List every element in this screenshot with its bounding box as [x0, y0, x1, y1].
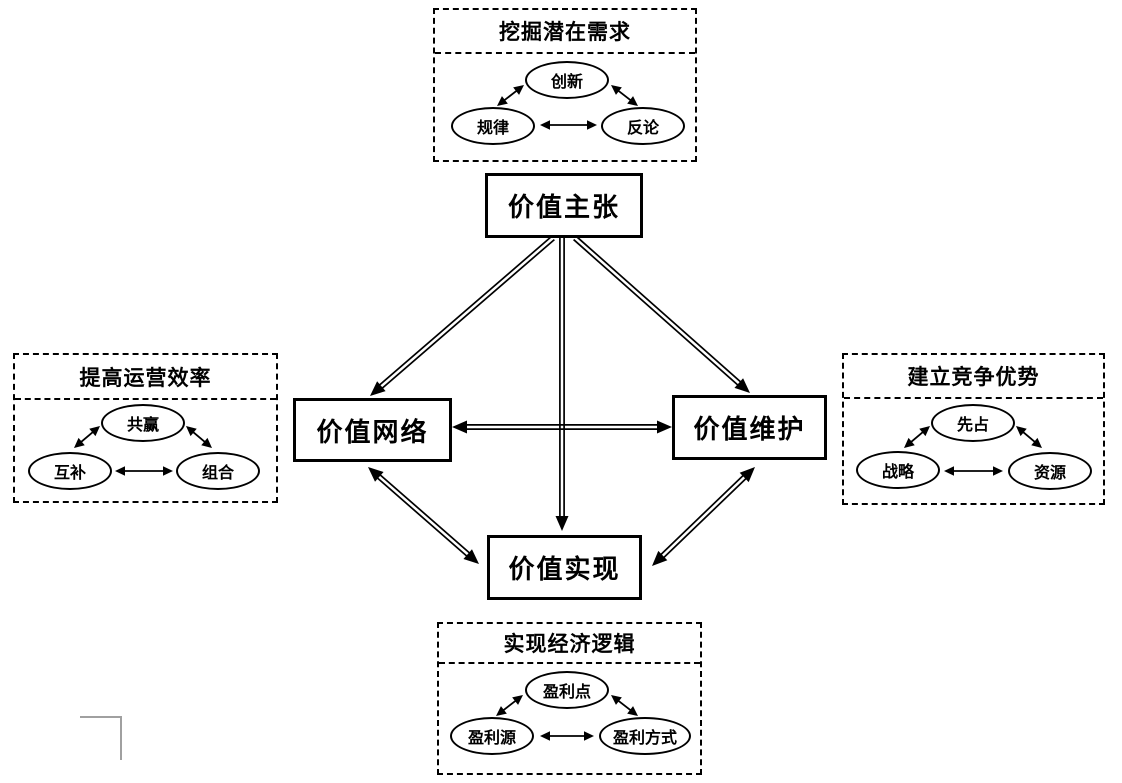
node-ellipse-xianzhan: 先占	[931, 404, 1015, 442]
node-ellipse-fanlun: 反论	[601, 107, 685, 145]
value-maintenance-box: 价值维护	[672, 395, 827, 460]
cluster-bottom: 实现经济逻辑	[437, 622, 702, 775]
value-proposition-box: 价值主张	[485, 173, 643, 238]
node-ellipse-chuangxin: 创新	[525, 61, 609, 99]
node-ellipse-gongying: 共赢	[101, 404, 185, 442]
node-ellipse-guilv: 规律	[451, 107, 535, 145]
node-ellipse-yingliyuan: 盈利源	[450, 717, 534, 755]
node-ellipse-yinglifangshi: 盈利方式	[599, 717, 691, 755]
cluster-right-title: 建立竞争优势	[844, 355, 1103, 399]
cluster-top-title: 挖掘潜在需求	[435, 10, 695, 54]
cluster-left-title: 提高运营效率	[15, 355, 276, 400]
node-ellipse-zhanlve: 战略	[856, 451, 940, 489]
node-ellipse-yinglidian: 盈利点	[525, 671, 609, 709]
cluster-bottom-title: 实现经济逻辑	[439, 624, 700, 664]
node-ellipse-ziyuan: 资源	[1008, 452, 1092, 490]
cluster-top: 挖掘潜在需求	[433, 8, 697, 162]
node-ellipse-zuhe: 组合	[176, 452, 260, 490]
cluster-left: 提高运营效率	[13, 353, 278, 503]
value-realization-box: 价值实现	[487, 535, 642, 600]
value-network-box: 价值网络	[293, 398, 452, 462]
cluster-right: 建立竞争优势	[842, 353, 1105, 505]
node-ellipse-hubu: 互补	[28, 452, 112, 490]
corner-mark	[80, 716, 122, 760]
